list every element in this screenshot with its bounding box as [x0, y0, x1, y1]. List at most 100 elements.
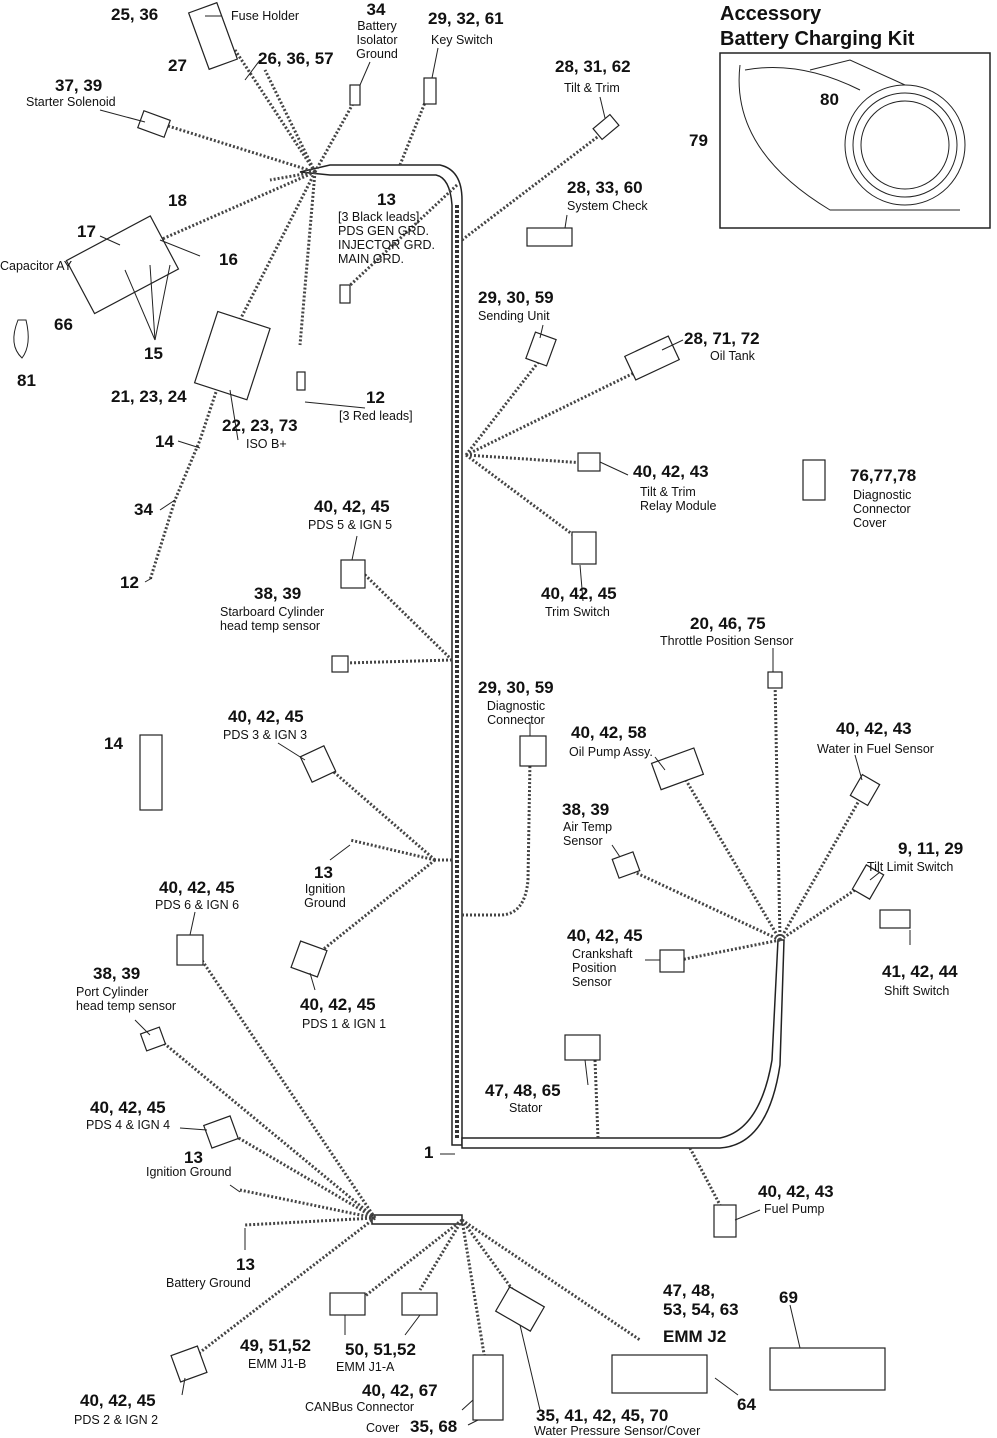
iso-b-connector	[193, 310, 271, 401]
starboard-temp-number: 38, 39	[254, 584, 302, 603]
stator-lead	[593, 1059, 600, 1139]
label-15: 15	[144, 344, 163, 363]
pds6-number: 40, 42, 45	[159, 878, 235, 897]
charging-kit-box	[719, 52, 991, 229]
pds1-number: 40, 42, 45	[300, 995, 376, 1014]
pds5-connector	[340, 559, 366, 589]
pds4-number: 40, 42, 45	[90, 1098, 166, 1117]
sending-unit-label: Sending Unit	[478, 309, 550, 323]
port-temp-label: Port Cylinder head temp sensor	[76, 985, 177, 1013]
j1b-connector	[329, 1292, 366, 1316]
wif-label: Water in Fuel Sensor	[817, 742, 934, 756]
shift-switch-number: 41, 42, 44	[882, 962, 958, 981]
trim-switch-number: 40, 42, 45	[541, 584, 617, 603]
canbus-number: 40, 42, 67	[362, 1381, 438, 1400]
solenoid-number: 37, 39	[55, 76, 103, 95]
kit-title-line1: Accessory	[720, 3, 822, 25]
ign-ground-b-label: Ignition Ground	[146, 1165, 232, 1179]
oil-pump-connector	[650, 747, 705, 791]
starter-solenoid-connector	[136, 109, 172, 139]
ground-13-label: [3 Black leads] PDS GEN GRD. INJECTOR GR…	[338, 210, 435, 266]
relay-number: 40, 42, 43	[633, 462, 709, 481]
air-temp-connector	[611, 851, 641, 879]
ign-ground-b-number: 13	[184, 1148, 203, 1167]
tilt-trim-number: 28, 31, 62	[555, 57, 631, 76]
label-17: 17	[77, 222, 96, 241]
fuel-pump-connector	[713, 1204, 737, 1238]
sending-unit-number: 29, 30, 59	[478, 288, 554, 307]
tilt-trim-connector	[592, 113, 620, 141]
emm-j2-connector	[611, 1354, 708, 1394]
pds1-label: PDS 1 & IGN 1	[302, 1017, 387, 1031]
pds4-label: PDS 4 & IGN 4	[86, 1118, 171, 1132]
label-79: 79	[689, 131, 708, 150]
right-lower-fan	[629, 679, 871, 962]
key-switch-connector	[423, 77, 437, 105]
pds5-lead	[358, 568, 454, 662]
harness-number-1: 1	[424, 1143, 434, 1162]
pds2-label: PDS 2 & IGN 2	[74, 1413, 159, 1427]
label-64: 64	[737, 1395, 756, 1414]
iso-b-label: ISO B+	[246, 437, 287, 451]
pds5-label: PDS 5 & IGN 5	[308, 518, 393, 532]
battery-isolator-connector	[349, 84, 361, 106]
battery-ground-number: 13	[236, 1255, 255, 1274]
relay-connector	[577, 452, 601, 472]
fuel-pump-lead	[688, 1147, 722, 1206]
oil-tank-connector	[623, 335, 681, 381]
key-switch-number: 29, 32, 61	[428, 9, 504, 28]
system-check-label: System Check	[567, 199, 648, 213]
shift-switch-connector	[879, 909, 911, 929]
main-harness-trunk	[299, 164, 463, 1146]
tps-connector	[767, 671, 783, 689]
pds4-connector	[202, 1115, 240, 1149]
lower-left-wires	[159, 949, 377, 1362]
cover-label: Cover	[366, 1421, 400, 1435]
label-14-lower: 14	[104, 734, 123, 753]
wire-loop-81	[13, 319, 29, 359]
pds6-label: PDS 6 & IGN 6	[155, 898, 240, 912]
pds3-number: 40, 42, 45	[228, 707, 304, 726]
tps-number: 20, 46, 75	[690, 614, 766, 633]
diagnostic-connector	[519, 735, 547, 767]
isolator-number: 34	[366, 0, 386, 19]
diag-cover-label: Diagnostic Connector Cover	[853, 488, 912, 530]
starboard-temp-connector	[331, 655, 349, 673]
red-leads-label: [3 Red leads]	[339, 409, 413, 423]
tps-label: Throttle Position Sensor	[660, 634, 794, 648]
pds3-connector	[299, 745, 337, 783]
tilt-limit-label: Tilt Limit Switch	[867, 860, 954, 874]
relay-label: Tilt & Trim Relay Module	[640, 485, 717, 513]
fuel-pump-number: 40, 42, 43	[758, 1182, 834, 1201]
pds3-label: PDS 3 & IGN 3	[223, 728, 308, 742]
diagnostic-cover-part	[802, 459, 826, 501]
label-18: 18	[168, 191, 187, 210]
ground-13-number: 13	[377, 190, 396, 209]
connector-shapes	[13, 1, 911, 1421]
air-temp-label: Air Temp Sensor	[563, 820, 613, 848]
crank-connector	[659, 949, 685, 973]
label-21-23-24: 21, 23, 24	[111, 387, 187, 406]
emm-j1a-number: 50, 51,52	[345, 1340, 416, 1359]
ign-ground-label: Ignition Ground	[304, 882, 346, 910]
cover-number: 35, 68	[410, 1417, 458, 1436]
stator-connector	[564, 1034, 601, 1061]
label-80: 80	[820, 90, 839, 109]
wif-number: 40, 42, 43	[836, 719, 912, 738]
j1a-connector	[401, 1292, 438, 1316]
red-lead-lug	[296, 371, 306, 391]
port-temp-number: 38, 39	[93, 964, 141, 983]
label-27: 27	[168, 56, 187, 75]
leader-lines	[99, 15, 911, 1426]
capacitor-label: Capacitor AY	[0, 259, 73, 273]
kit-title-line2: Battery Charging Kit	[720, 28, 915, 50]
ground-lug-13	[339, 284, 351, 304]
label-81: 81	[17, 371, 36, 390]
diag-cover-number: 76,77,78	[850, 466, 917, 485]
wif-connector	[849, 773, 881, 807]
air-temp-number: 38, 39	[562, 800, 610, 819]
emm-j2-number: 47, 48, 53, 54, 63	[663, 1281, 739, 1320]
starboard-temp-lead	[344, 658, 453, 665]
tilt-limit-connector	[851, 864, 885, 900]
